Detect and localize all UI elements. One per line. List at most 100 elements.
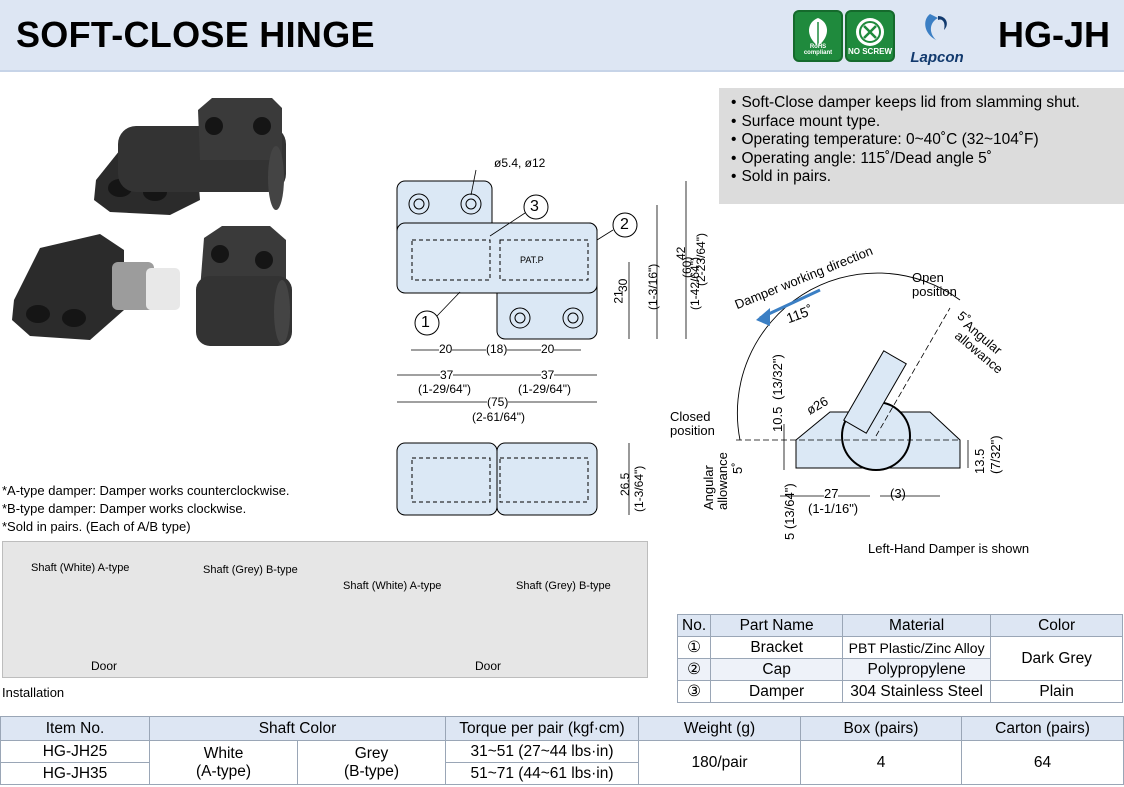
dim-26-label: ø26 — [803, 393, 831, 418]
box-qty: 4 — [800, 740, 962, 785]
angular-allowance-top-label: Angular allowance — [952, 317, 1006, 377]
lapcon-brand-text: Lapcon — [910, 49, 964, 66]
dim-26-5: 26.5 — [618, 472, 632, 496]
dim-20b: 20 — [541, 342, 555, 356]
dim-13-5: 13.5 — [972, 448, 987, 474]
dim-5-in: (13/64") — [782, 483, 797, 530]
shaft-white-type: (A-type) — [195, 762, 252, 780]
dim-37b: 37 — [541, 368, 555, 382]
install-left-door-label: Door — [91, 659, 118, 673]
front-view-drawing — [396, 442, 630, 516]
angle-115-label: 115˚ — [784, 301, 815, 327]
product-code: HG-JH — [997, 14, 1110, 55]
rohs-badge-icon: RoHS compliant — [793, 10, 843, 62]
dim-75: (75) — [487, 395, 509, 409]
part-no: ② — [676, 658, 712, 681]
installation-caption: Installation — [2, 685, 65, 700]
shaft-white: White — [203, 744, 244, 762]
parts-table: No. Part Name Material Color ① Bracket P… — [676, 614, 1124, 703]
parts-table-header: No. Part Name Material Color — [676, 614, 1124, 637]
part-material: PBT Plastic/Zinc Alloy — [842, 636, 992, 659]
callout-3: 3 — [530, 198, 539, 215]
part-name: Damper — [710, 680, 844, 703]
feature-item: Surface mount type. — [731, 113, 1112, 132]
weight: 180/pair — [638, 740, 801, 785]
feature-item: Operating angle: 115˚/Dead angle 5˚ — [731, 150, 1112, 169]
page-header: SOFT-CLOSE HINGE RoHS compliant NO SCREW… — [0, 0, 1124, 72]
no-screw-badge-label: NO SCREW — [848, 47, 892, 56]
spec-header-weight: Weight (g) — [638, 716, 801, 741]
angular-allowance-bottom-label: Angular allowance — [701, 452, 730, 510]
part-color-shared: Dark Grey — [990, 636, 1124, 681]
dim-5: 5 (13/64") — [782, 483, 797, 540]
item-no: HG-JH35 — [0, 762, 150, 785]
feature-item: Operating temperature: 0~40˚C (32~104˚F) — [731, 131, 1112, 150]
dim-18: (18) — [486, 342, 508, 356]
dim-30: 30 — [616, 279, 630, 292]
table-row: HG-JH25 White (A-type) Grey (B-type) 31~… — [0, 740, 1124, 785]
dim-26-5-in: (1-3/64") — [632, 465, 646, 512]
part-material: 304 Stainless Steel — [842, 680, 992, 703]
left-hand-damper-caption: Left-Hand Damper is shown — [868, 541, 1030, 556]
features-list: Soft-Close damper keeps lid from slammin… — [719, 88, 1124, 204]
lapcon-logo: Lapcon — [902, 10, 972, 66]
parts-header-no: No. — [676, 614, 712, 637]
damper-notes: *A-type damper: Damper works countercloc… — [2, 482, 290, 536]
part-no: ③ — [676, 680, 712, 703]
part-no: ① — [676, 636, 712, 659]
leaf-icon — [808, 18, 828, 46]
spec-header-item: Item No. — [0, 716, 150, 741]
dim-3: (3) — [890, 486, 906, 501]
spec-table: Item No. Shaft Color Torque per pair (kg… — [0, 716, 1124, 785]
dim-10-5-in: (13/32") — [770, 354, 785, 400]
dim-60: (60) — [680, 256, 694, 278]
torque: 51~71 (44~61 lbs·in) — [445, 762, 639, 785]
callout-1: 1 — [421, 314, 430, 331]
no-screw-badge-icon: NO SCREW — [845, 10, 895, 62]
installation-panel: Shaft (White) A-type Shaft (Grey) B-type… — [2, 541, 648, 678]
spec-header-box: Box (pairs) — [800, 716, 962, 741]
feature-item: Soft-Close damper keeps lid from slammin… — [731, 94, 1112, 113]
table-row: HG-JH35 51~71 (44~61 lbs·in) — [0, 762, 1124, 785]
dim-75-in: (2-61/64") — [472, 410, 525, 424]
spec-header-carton: Carton (pairs) — [961, 716, 1124, 741]
table-row: ③ Damper 304 Stainless Steel Plain — [676, 680, 1124, 703]
damper-direction-label: Damper working direction — [732, 242, 875, 313]
dim-60-in: (2-23/64") — [694, 233, 708, 286]
rohs-badge-label: RoHS compliant — [803, 44, 833, 56]
install-left-shaft-a-label: Shaft (White) A-type — [31, 562, 130, 574]
open-position-label: Open position — [912, 270, 957, 299]
dim-30-value: 30 — [616, 278, 630, 292]
shaft-grey: Grey — [354, 744, 389, 762]
spec-header-shaft: Shaft Color — [149, 716, 446, 741]
closed-position-label: Closed position — [670, 409, 715, 438]
dim-37a-in: (1-29/64") — [418, 382, 471, 396]
torque: 31~51 (27~44 lbs·in) — [445, 740, 639, 763]
shaft-grey-type: (B-type) — [343, 762, 400, 780]
table-row: ② Cap Polypropylene — [676, 658, 1123, 681]
dim-27-in: (1-1/16") — [808, 501, 859, 516]
part-name: Cap — [710, 658, 844, 681]
part-material: Polypropylene — [842, 658, 992, 681]
note-b-type: *B-type damper: Damper works clockwise. — [2, 501, 247, 516]
no-screw-icon — [856, 18, 884, 46]
dim-13-5-in: (7/32") — [988, 435, 1003, 474]
lapcon-mark-icon — [925, 14, 947, 40]
carton-qty: 64 — [961, 740, 1124, 785]
dim-10-5: 10.5 — [770, 406, 785, 432]
product-photo-disassembled — [12, 226, 292, 346]
install-right-shaft-b-label: Shaft (Grey) B-type — [516, 580, 611, 592]
install-right-door-label: Door — [475, 659, 502, 673]
dim-37b-in: (1-29/64") — [518, 382, 571, 396]
install-right-shaft-a-label: Shaft (White) A-type — [343, 580, 442, 592]
note-a-type: *A-type damper: Damper works countercloc… — [2, 483, 290, 498]
parts-header-color: Color — [990, 614, 1124, 637]
callout-2: 2 — [620, 216, 629, 233]
hole-dimension-label: ø5.4, ø12 — [494, 156, 546, 170]
shaft-white-cell: White (A-type) — [149, 740, 298, 785]
feature-item: Sold in pairs. — [731, 168, 1112, 187]
part-color: Plain — [990, 680, 1124, 703]
spec-header-torque: Torque per pair (kgf·cm) — [445, 716, 639, 741]
dim-37a: 37 — [440, 368, 454, 382]
table-row: ① Bracket PBT Plastic/Zinc Alloy Dark Gr… — [676, 636, 1124, 681]
